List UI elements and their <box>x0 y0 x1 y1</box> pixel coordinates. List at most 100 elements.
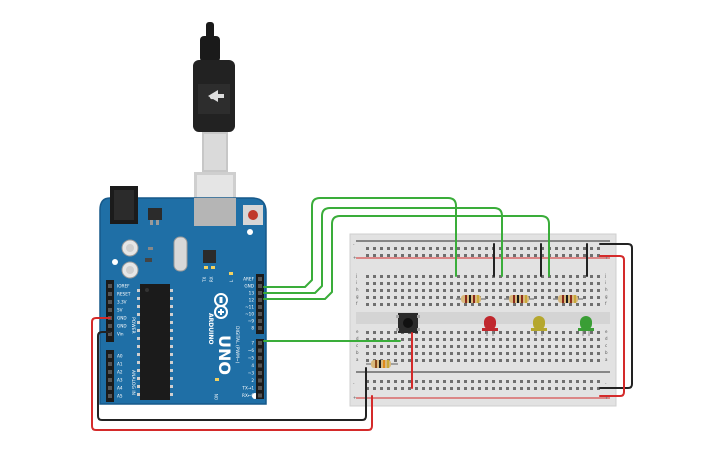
arduino-board[interactable]: TX RX L ON ARDUINO UNO DIGITAL (PWM~) <box>99 186 267 405</box>
row-letters-bottom-e-left: e <box>356 329 359 334</box>
power-pin-label-1: RESET <box>117 292 131 297</box>
row-letters-bottom-a-left: a <box>356 357 359 362</box>
bottom-terminal-strip <box>362 328 600 363</box>
row-letters-bottom-a-right: a <box>605 357 608 362</box>
digital-bottom-pin-label-7: RX←0 <box>242 393 254 398</box>
digital-top-pin-label-7: 8 <box>251 326 254 331</box>
digital-bottom-pin-label-2: ~5 <box>248 356 255 361</box>
power-pin-label-6: Vin <box>117 332 124 337</box>
microcontroller-pins-left <box>137 289 140 396</box>
top-rail-minus-label: - <box>353 242 355 247</box>
power-pin-label-0: IOREF <box>117 284 130 289</box>
row-letters-top-i-right: i <box>605 280 606 285</box>
digital-bottom-pin-label-0: 7 <box>251 341 254 346</box>
usb-port <box>194 198 236 226</box>
top-rail-plus-label-right: + <box>605 255 608 260</box>
analog-pin-label-3: A3 <box>117 378 123 383</box>
led-red[interactable] <box>482 316 498 336</box>
row-letters-top-f-left: f <box>356 301 358 306</box>
model-label: UNO <box>215 335 234 375</box>
bottom-power-rail <box>362 377 600 391</box>
digital-header-label: DIGITAL (PWM~) <box>234 326 240 364</box>
digital-top-pin-label-1: GND <box>244 284 254 289</box>
wire-pin12-yellow-led[interactable] <box>263 207 503 294</box>
row-letters-top-h-right: h <box>605 287 608 292</box>
row-letters-bottom-d-left: d <box>356 336 359 341</box>
digital-top-pin-label-0: AREF <box>243 277 254 282</box>
power-pin-label-5: GND <box>117 324 127 329</box>
arduino-logo <box>214 293 228 319</box>
row-letters-top-j-left: j <box>355 273 357 278</box>
analog-pin-label-2: A2 <box>117 370 123 375</box>
digital-top-pin-label-4: ~11 <box>245 305 254 310</box>
wire-pin11-green-led[interactable] <box>263 215 550 300</box>
wire-arduino-5v[interactable] <box>91 317 373 431</box>
bottom-rail-minus-label: - <box>353 381 355 386</box>
digital-top-pin-label-6: ~9 <box>248 319 255 324</box>
on-label: ON <box>214 394 219 400</box>
wire-arduino-gnd[interactable] <box>97 331 367 421</box>
resistor-3[interactable] <box>553 295 583 303</box>
led-green[interactable] <box>578 316 594 336</box>
bottom-rail-plus-label-right: + <box>605 395 608 400</box>
rx-label: RX <box>209 276 214 282</box>
analog-pin-label-4: A4 <box>117 386 123 391</box>
power-header-label: POWER <box>130 317 136 334</box>
row-letters-top-f-right: f <box>605 301 607 306</box>
digital-header-top <box>256 274 264 334</box>
row-letters-bottom-b-right: b <box>605 350 608 355</box>
digital-top-pin-label-2: 13 <box>249 291 255 296</box>
analog-header <box>106 350 114 402</box>
center-channel <box>356 312 610 324</box>
top-rail-plus-label: + <box>353 255 356 260</box>
row-letters-top-h-left: h <box>356 287 359 292</box>
usb-cable[interactable] <box>193 22 236 210</box>
row-letters-top-g-left: g <box>356 294 359 299</box>
top-power-rail <box>362 243 600 257</box>
power-pin-label-2: 3.3V <box>117 300 127 305</box>
bottom-rail-minus-label-right: - <box>605 381 607 386</box>
analog-header-label: ANALOG IN <box>130 370 136 395</box>
l-label: L <box>229 279 234 282</box>
resistor-4[interactable] <box>366 360 398 368</box>
row-letters-bottom-c-left: c <box>356 343 358 348</box>
resistor-2[interactable] <box>504 295 534 303</box>
wire-rail-ground-link[interactable] <box>599 243 633 389</box>
row-letters-top-i-left: i <box>356 280 357 285</box>
digital-top-pin-label-3: 12 <box>249 298 255 303</box>
row-letters-bottom-b-left: b <box>356 350 359 355</box>
row-letters-top-j-right: j <box>604 273 606 278</box>
row-letters-bottom-e-right: e <box>605 329 608 334</box>
digital-bottom-pin-label-6: TX→1 <box>241 386 254 391</box>
power-pin-labels: IOREF RESET 3.3V 5V GND GND Vin <box>117 284 131 337</box>
row-letters-top-g-right: g <box>605 294 608 299</box>
digital-bottom-pin-label-3: 4 <box>251 363 254 368</box>
digital-bottom-pin-label-4: ~3 <box>248 371 255 376</box>
analog-pin-label-1: A1 <box>117 362 123 367</box>
wire-rail-power-link[interactable] <box>599 255 625 397</box>
wires <box>91 197 633 431</box>
resistor-1[interactable] <box>456 295 486 303</box>
row-letters-bottom-d-right: d <box>605 336 608 341</box>
analog-pin-label-0: A0 <box>117 354 123 359</box>
power-pin-label-3: 5V <box>117 308 123 313</box>
reset-button[interactable] <box>243 205 263 225</box>
digital-top-pin-label-5: ~10 <box>245 312 254 317</box>
tx-label: TX <box>202 277 207 283</box>
wire-pin13-red-led[interactable] <box>263 197 457 288</box>
microcontroller-chip <box>140 284 170 400</box>
led-yellow[interactable] <box>531 316 547 336</box>
microcontroller-pins-right <box>170 289 173 396</box>
digital-top-pin-labels: AREF GND 13 12 ~11 ~10 ~9 8 <box>243 277 254 331</box>
bottom-rail-plus-label: + <box>353 395 356 400</box>
digital-bottom-pin-label-5: 2 <box>251 378 254 383</box>
push-button[interactable] <box>396 313 420 333</box>
brand-label: ARDUINO <box>207 313 214 344</box>
power-pin-label-4: GND <box>117 316 127 321</box>
